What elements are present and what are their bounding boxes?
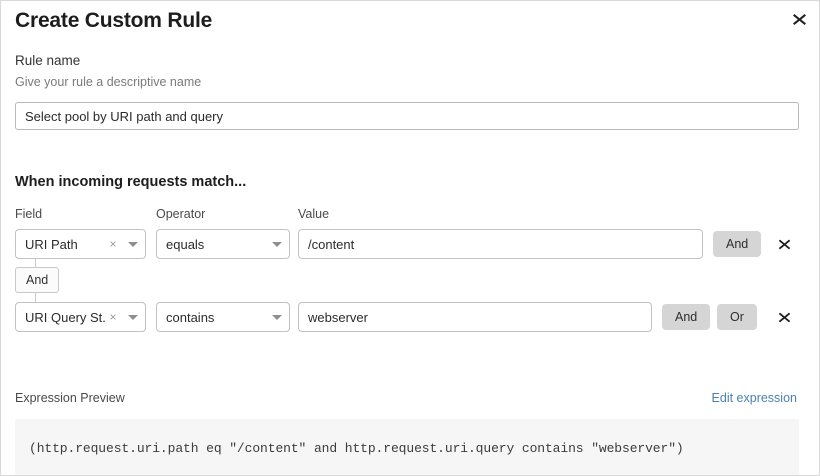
close-icon[interactable] xyxy=(788,8,810,30)
operator-select-2[interactable]: contains xyxy=(156,302,290,332)
group-connector-and[interactable]: And xyxy=(15,267,60,293)
column-header-field: Field xyxy=(15,207,43,221)
column-header-operator: Operator xyxy=(156,207,206,221)
field-select-1-value: URI Path xyxy=(25,236,78,252)
dialog-title: Create Custom Rule xyxy=(15,9,213,32)
field-select-2-value: URI Query St... xyxy=(25,309,105,325)
chevron-down-icon[interactable] xyxy=(121,314,145,320)
value-input-2[interactable] xyxy=(298,302,652,332)
chevron-down-icon[interactable] xyxy=(265,314,289,320)
match-section-heading: When incoming requests match... xyxy=(15,174,247,190)
operator-select-2-value: contains xyxy=(166,309,215,325)
chevron-down-icon[interactable] xyxy=(265,241,289,247)
operator-select-1[interactable]: equals xyxy=(156,229,290,259)
value-input-1[interactable] xyxy=(298,229,703,259)
expression-preview-box: (http.request.uri.path eq "/content" and… xyxy=(15,419,799,475)
clear-icon[interactable]: × xyxy=(109,237,117,251)
and-button-1[interactable]: And xyxy=(713,231,762,257)
expression-preview-label: Expression Preview xyxy=(15,391,125,405)
clear-icon[interactable]: × xyxy=(109,310,117,324)
delete-icon[interactable] xyxy=(774,234,794,254)
or-button-2[interactable]: Or xyxy=(717,304,757,330)
condition-row: URI Query St... × contains And Or xyxy=(1,302,819,332)
column-header-value: Value xyxy=(298,207,330,221)
rule-name-label: Rule name xyxy=(15,53,81,68)
field-select-1[interactable]: URI Path × xyxy=(15,229,146,259)
connector-line-bottom xyxy=(35,293,36,302)
delete-icon[interactable] xyxy=(774,307,794,327)
rule-name-help-text: Give your rule a descriptive name xyxy=(15,75,202,89)
and-button-2[interactable]: And xyxy=(662,304,711,330)
connector-line-top xyxy=(35,259,36,267)
edit-expression-link[interactable]: Edit expression xyxy=(711,391,797,405)
chevron-down-icon[interactable] xyxy=(121,241,145,247)
field-select-2[interactable]: URI Query St... × xyxy=(15,302,146,332)
operator-select-1-value: equals xyxy=(166,236,205,252)
condition-row: URI Path × equals And xyxy=(1,229,819,259)
expression-preview-text: (http.request.uri.path eq "/content" and… xyxy=(29,440,684,456)
rule-name-input[interactable] xyxy=(15,102,799,130)
